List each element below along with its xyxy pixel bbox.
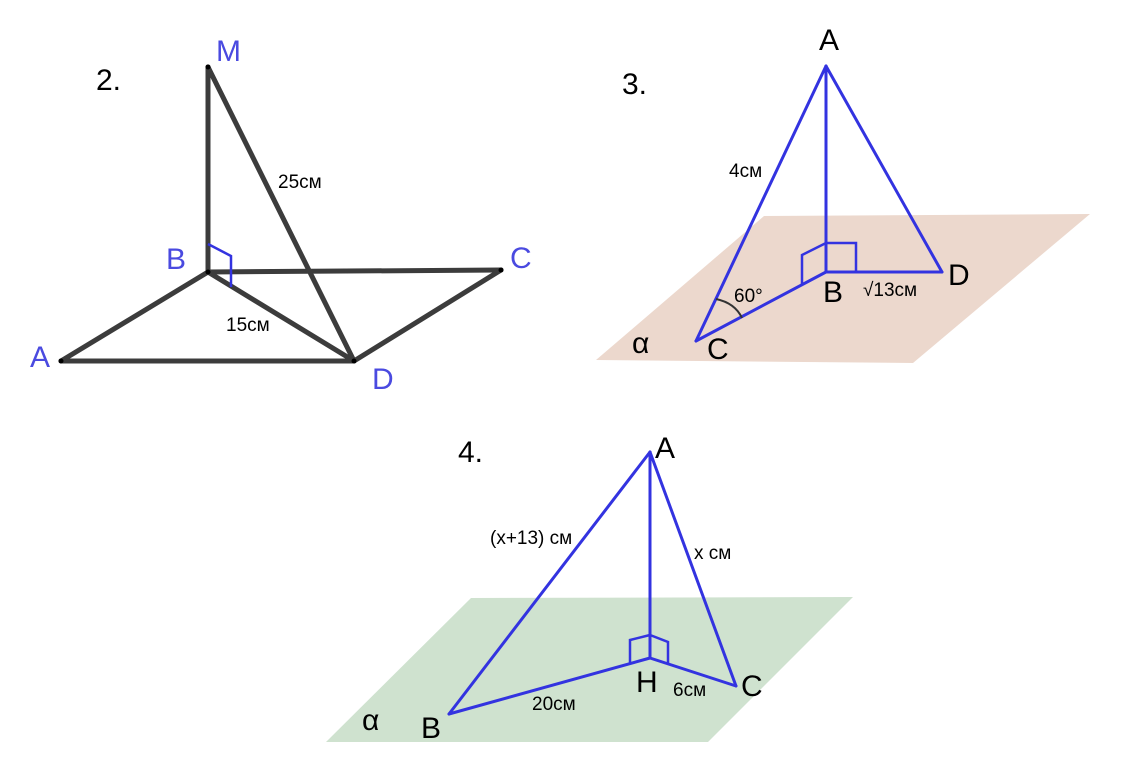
measure-ab: (x+13) см bbox=[490, 528, 572, 549]
segment-ad bbox=[824, 64, 944, 274]
segment-bd bbox=[205, 269, 357, 364]
figure-2: 2. M B C A D 25см 15см bbox=[30, 35, 532, 396]
segment-bc bbox=[205, 267, 504, 275]
point-c bbox=[498, 267, 504, 273]
label-m: M bbox=[216, 35, 241, 68]
right-angle-marker bbox=[207, 242, 233, 287]
figure-4-number: 4. bbox=[458, 436, 483, 469]
measure-ac: x см bbox=[694, 543, 731, 564]
label-plane-alpha: α bbox=[362, 704, 379, 737]
segment-ab bbox=[58, 269, 211, 364]
figure-4: 4. A B H C α (x+13) см x см 20см 6см bbox=[326, 432, 853, 745]
measure-hc: 6см bbox=[673, 680, 706, 701]
measure-bd: 15см bbox=[226, 315, 270, 336]
label-a: A bbox=[30, 341, 50, 374]
measure-ac: 4см bbox=[729, 161, 762, 182]
figure-3: 3. A B C D α 4см 60° √13см bbox=[596, 24, 1090, 366]
measure-bd: √13см bbox=[863, 280, 917, 301]
segment-ab bbox=[447, 450, 652, 716]
plane-alpha bbox=[596, 214, 1090, 363]
label-a: A bbox=[819, 24, 839, 57]
label-c: C bbox=[707, 333, 729, 366]
right-angle-marker-ahc bbox=[649, 633, 670, 664]
point-a bbox=[58, 358, 64, 364]
measure-md: 25см bbox=[278, 172, 322, 193]
angle-arc bbox=[715, 298, 743, 319]
label-b: B bbox=[421, 712, 441, 745]
segment-cb bbox=[694, 270, 828, 343]
point-m bbox=[205, 64, 211, 70]
segment-ac bbox=[694, 64, 828, 343]
segment-md bbox=[205, 64, 357, 364]
label-plane-alpha: α bbox=[632, 327, 649, 360]
segment-hc bbox=[648, 656, 738, 688]
right-angle-marker-ahb bbox=[628, 633, 651, 663]
measure-bh: 20см bbox=[532, 694, 576, 715]
plane-alpha bbox=[326, 597, 853, 742]
label-c: C bbox=[741, 670, 763, 703]
label-c: C bbox=[510, 242, 532, 275]
label-h: H bbox=[636, 666, 658, 699]
right-angle-marker-abd bbox=[826, 241, 858, 272]
label-d: D bbox=[948, 259, 970, 292]
measure-angle: 60° bbox=[734, 286, 763, 307]
label-b: B bbox=[823, 276, 843, 309]
segment-ac bbox=[648, 450, 738, 688]
figure-2-number: 2. bbox=[96, 64, 121, 97]
segment-bh bbox=[447, 656, 652, 716]
label-b: B bbox=[166, 243, 186, 276]
right-angle-marker-abc bbox=[800, 241, 827, 285]
segment-dc bbox=[351, 267, 504, 364]
label-d: D bbox=[372, 363, 394, 396]
point-d bbox=[351, 358, 357, 364]
label-a: A bbox=[655, 432, 675, 465]
figure-3-number: 3. bbox=[622, 68, 647, 101]
point-b bbox=[205, 269, 211, 275]
